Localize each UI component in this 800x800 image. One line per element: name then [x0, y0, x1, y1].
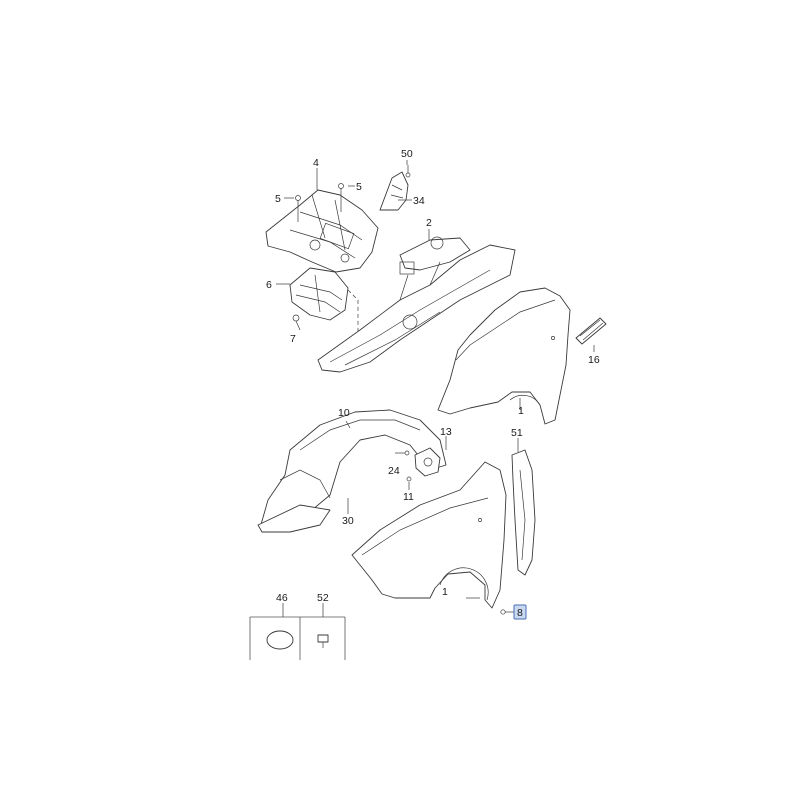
callout-16: 16 — [588, 354, 600, 366]
bolt-icon[interactable] — [295, 195, 301, 223]
leader-lines — [276, 160, 595, 617]
bracket-assembly-part[interactable] — [265, 189, 379, 273]
callout-50: 50 — [401, 148, 413, 160]
callout-11: 11 — [403, 491, 414, 503]
fender-seal-part[interactable] — [511, 449, 536, 576]
callout-46: 46 — [276, 592, 288, 604]
side-bracket-part[interactable] — [379, 171, 409, 211]
callout-24: 24 — [388, 465, 400, 477]
bolt-icon[interactable] — [292, 314, 301, 331]
callout-4: 4 — [313, 157, 319, 169]
clip-part[interactable] — [317, 634, 329, 648]
mounting-bracket-part[interactable] — [289, 267, 349, 321]
callout-5: 5 — [275, 193, 281, 205]
callout-5: 5 — [356, 181, 362, 193]
front-fender-upper-part[interactable] — [437, 287, 571, 425]
bolt-icon[interactable] — [500, 609, 506, 615]
callout-2: 2 — [426, 217, 432, 229]
callout-34: 34 — [413, 195, 425, 207]
callout-13: 13 — [440, 426, 452, 438]
front-fender-lower-part[interactable] — [351, 461, 507, 609]
callout-30: 30 — [342, 515, 354, 527]
callout-10: 10 — [338, 407, 350, 419]
callout-51: 51 — [511, 427, 523, 439]
plug-part[interactable] — [266, 630, 294, 650]
screw-icon[interactable] — [406, 476, 412, 482]
screw-icon[interactable] — [405, 165, 411, 178]
callout-52: 52 — [317, 592, 329, 604]
liner-bracket-part[interactable] — [414, 447, 441, 477]
callout-1: 1 — [442, 586, 448, 598]
callout-8: 8 — [517, 607, 523, 619]
callout-6: 6 — [266, 279, 272, 291]
callout-8-highlight[interactable]: 8 — [513, 604, 527, 620]
front-apron-panel-part[interactable] — [317, 236, 516, 373]
bolt-icon[interactable] — [338, 183, 344, 213]
parts-inset-box — [249, 616, 346, 660]
clip-icon[interactable] — [404, 450, 410, 456]
side-marker-part[interactable] — [575, 317, 607, 345]
wheelhouse-liner-part[interactable] — [257, 409, 447, 533]
callout-1: 1 — [518, 405, 524, 417]
callout-7: 7 — [290, 333, 296, 345]
